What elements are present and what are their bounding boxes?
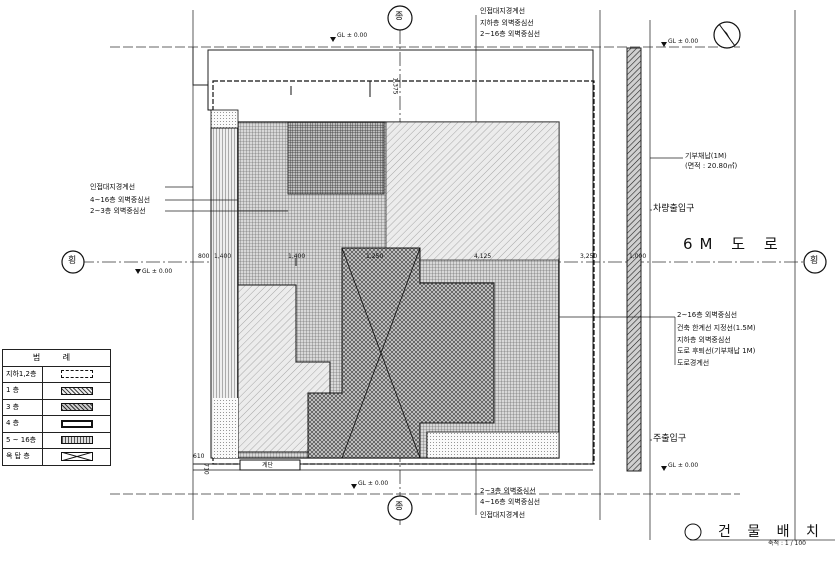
dimension-ticks xyxy=(210,258,642,266)
legend-row: 1 층 xyxy=(3,382,110,399)
legend-row: 지하1,2층 xyxy=(3,365,110,382)
north-arrow-icon xyxy=(713,21,741,49)
level-label: GL ± 0.00 xyxy=(358,480,389,487)
legend-symbol-diagonal xyxy=(60,386,93,395)
callout-left-3: 2~3층 외벽중심선 xyxy=(90,207,146,215)
legend-symbol-grid xyxy=(60,436,93,445)
main-entrance-label: 주출입구 xyxy=(652,434,688,444)
section-letter-left: 횡 xyxy=(68,256,77,266)
dimension-label: 800 xyxy=(198,253,210,260)
section-marker-bottom-icon xyxy=(387,495,413,521)
section-letter-right: 횡 xyxy=(810,256,819,266)
callout-right-2: (면적 : 20.80㎡) xyxy=(685,162,738,170)
section-marker-right-icon xyxy=(803,250,827,274)
callout-top-2: 지하층 외벽중심선 xyxy=(480,19,534,27)
legend-symbol-cross xyxy=(60,403,93,412)
callout-bottom-3: 인접대지경계선 xyxy=(480,511,526,519)
callout-right-1: 기부채납(1M) xyxy=(685,152,727,160)
core-upper xyxy=(287,121,385,195)
legend-symbol-xbox xyxy=(60,452,93,462)
callout-right-mid-2: 건축 한계선 지정선(1.5M) xyxy=(677,324,756,332)
level-label: GL ± 0.00 xyxy=(142,268,173,275)
legend-symbol-dashed xyxy=(60,370,93,379)
legend-row-name: 3 층 xyxy=(3,399,43,415)
legend-symbol-dense xyxy=(60,419,93,428)
section-letter-top: 종 xyxy=(395,12,404,22)
entrance-plaza xyxy=(426,431,560,459)
section-marker-top-icon xyxy=(387,5,413,31)
legend-table: 범 례 지하1,2층 1 층 3 층 4 층 5 ~ 16층 옥 탑 층 xyxy=(2,349,111,466)
level-label: GL ± 0.00 xyxy=(668,38,699,45)
callout-top-1: 인접대지경계선 xyxy=(480,7,526,15)
upper-right-mass xyxy=(385,121,560,261)
legend-row-name: 옥 탑 층 xyxy=(3,449,43,465)
dimension-label: 1,375 xyxy=(391,77,399,95)
callout-bottom-1: 2~3층 외벽중심선 xyxy=(480,487,536,495)
legend-header: 범 례 xyxy=(3,350,110,366)
section-letter-bottom: 종 xyxy=(395,502,404,512)
dimension-label: 3,250 xyxy=(580,253,598,260)
legend-row-name: 1 층 xyxy=(3,383,43,399)
callout-right-mid-4: 도로 후퇴선(기부채납 1M) xyxy=(677,347,756,355)
southwest-mass xyxy=(237,284,331,453)
callout-top-3: 2~16층 외벽중심선 xyxy=(480,30,541,38)
dimension-label: 710 xyxy=(202,463,210,475)
callout-right-mid-1: 2~16층 외벽중심선 xyxy=(677,311,738,319)
callout-right-mid-5: 도로경계선 xyxy=(677,359,710,367)
legend-row: 3 층 xyxy=(3,398,110,415)
legend-row-name: 지하1,2층 xyxy=(3,366,43,382)
legend-row-name: 5 ~ 16층 xyxy=(3,432,43,448)
dimension-label: 1,250 xyxy=(366,253,384,260)
legend-row: 5 ~ 16층 xyxy=(3,431,110,448)
section-marker-left-icon xyxy=(61,250,85,274)
callout-left-2: 4~16층 외벽중심선 xyxy=(90,196,151,204)
callout-left-1: 인접대지경계선 xyxy=(90,183,136,191)
road-label: 6M 도 로 xyxy=(683,235,785,253)
legend-title: 범 례 xyxy=(32,353,81,362)
dimension-label: 4,125 xyxy=(474,253,492,260)
legend-row-name: 4 층 xyxy=(3,416,43,432)
callout-right-mid-3: 지하층 외벽중심선 xyxy=(677,336,731,344)
basement-outline xyxy=(212,80,595,465)
rooftop-x2 xyxy=(341,247,421,459)
callout-bottom-2: 4~16층 외벽중심선 xyxy=(480,498,541,506)
level-label: GL ± 0.00 xyxy=(668,462,699,469)
legend-row: 옥 탑 층 xyxy=(3,448,110,465)
vehicle-entrance-label: 차량출입구 xyxy=(652,204,696,214)
legend-row: 4 층 xyxy=(3,415,110,432)
level-markers xyxy=(135,37,667,489)
drawing-title: 건 물 배 치 도 xyxy=(718,524,835,540)
dimension-label: 1,400 xyxy=(214,253,232,260)
dimension-label: 610 xyxy=(193,453,205,460)
dimension-label: 1,400 xyxy=(288,253,306,260)
stair-label: 계단 xyxy=(262,462,274,469)
drawing-scale: 축척 : 1 / 100 xyxy=(768,540,806,547)
level-label: GL ± 0.00 xyxy=(337,32,368,39)
dimension-label: 1,000 xyxy=(629,253,647,260)
